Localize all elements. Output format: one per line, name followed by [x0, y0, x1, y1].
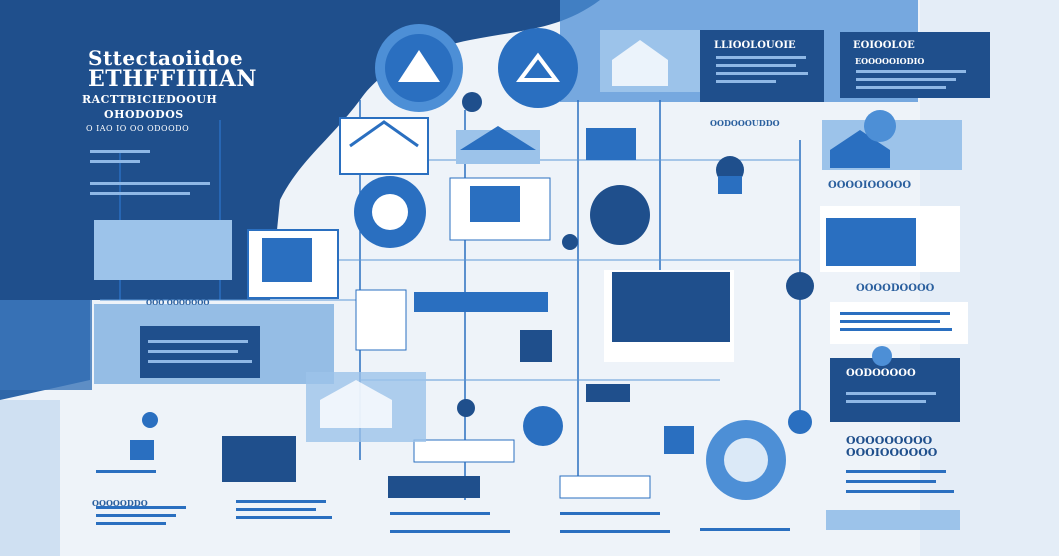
caption-panel-top-b: EOIOOLOE: [853, 40, 915, 51]
subtitle-line-3: O IAO IO OO ODOODO: [86, 124, 190, 133]
caption-mid-a: OODOOOUDDO: [710, 118, 780, 128]
caption-right-b: OOOODOOOO: [856, 283, 935, 294]
caption-right-bottom-2: OOOIOOOOOO: [846, 446, 938, 459]
headline-line-2: ETHFFIIIIAN: [88, 66, 258, 92]
caption-left-small: OOO OOOOOOO: [146, 298, 210, 307]
caption-right-a: OOOOIOOOOO: [828, 180, 912, 191]
headline-line-1: Sttectaoiidoe: [88, 46, 244, 70]
dark-panel-right: [830, 358, 960, 422]
caption-right-bottom-1: OOOOOOOOO: [846, 434, 933, 447]
caption-panel-top-b-sub: EOOOOOIODIO: [855, 56, 925, 66]
caption-left-bottom: OOOOODDO: [92, 498, 148, 508]
subtitle-line-2: OHODODOS: [104, 108, 184, 121]
caption-right-dark: OODOOOOO: [846, 368, 916, 379]
caption-panel-top-a: LLIOOLOUOIE: [714, 40, 796, 51]
subtitle-line-1: RACTTBICIEDOOUH: [82, 93, 218, 106]
